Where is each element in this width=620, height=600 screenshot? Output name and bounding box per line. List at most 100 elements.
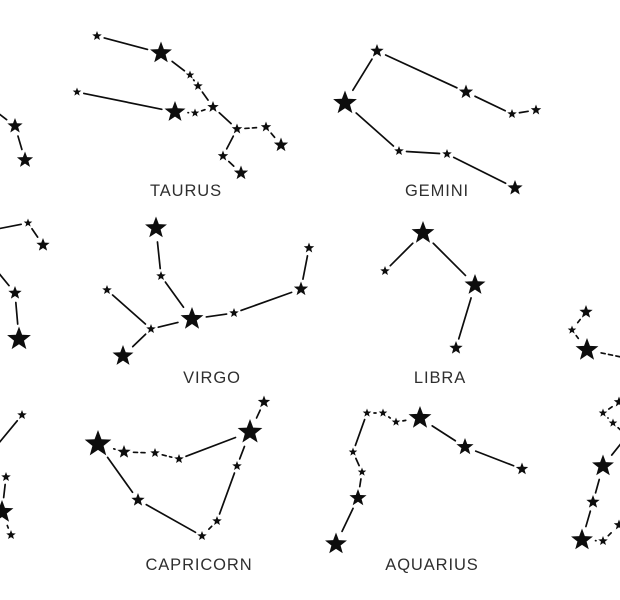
- constellation-line: [17, 135, 23, 151]
- constellation-line: [145, 503, 197, 534]
- constellation-line: [452, 156, 507, 185]
- star-icon: [571, 528, 593, 550]
- star-icon: [36, 238, 50, 251]
- constellation-gemini: GEMINI: [333, 44, 542, 200]
- constellation-line: [206, 525, 213, 532]
- constellation-line: [31, 227, 39, 238]
- constellation-aquarius: AQUARIUS: [325, 406, 529, 574]
- star-icon: [391, 417, 401, 426]
- star-icon: [174, 454, 184, 464]
- star-icon: [357, 467, 367, 476]
- constellation-capricorn: CAPRICORN: [84, 395, 271, 574]
- label-virgo: VIRGO: [183, 369, 241, 387]
- star-icon: [117, 445, 131, 458]
- star-icon: [325, 532, 347, 554]
- constellation-line: [594, 478, 601, 494]
- star-icon: [146, 324, 156, 334]
- star-icon: [257, 395, 271, 408]
- star-icon: [150, 41, 172, 63]
- constellation-line: [227, 160, 235, 167]
- constellation-line: [431, 425, 457, 442]
- constellation-line: [474, 95, 507, 112]
- constellation-line: [575, 334, 580, 340]
- constellation-line: [205, 313, 228, 318]
- constellation-line: [432, 242, 467, 277]
- constellation-libra: LIBRA: [380, 221, 486, 387]
- star-icon: [193, 81, 203, 91]
- label-aquarius: AQUARIUS: [385, 556, 478, 574]
- star-icon: [464, 274, 486, 294]
- constellation-line: [131, 333, 147, 348]
- constellation-line: [354, 418, 366, 447]
- star-icon: [613, 519, 620, 530]
- star-icon: [507, 109, 517, 119]
- star-icon: [378, 408, 388, 417]
- constellation-line: [164, 281, 185, 309]
- star-icon: [613, 396, 620, 407]
- star-icon: [349, 489, 367, 506]
- star-icon: [7, 118, 23, 133]
- constellation-line: [474, 450, 515, 467]
- star-icon: [303, 242, 315, 253]
- constellation-line: [0, 223, 22, 230]
- star-icon: [150, 448, 160, 458]
- star-icon: [229, 308, 239, 318]
- star-icon: [23, 218, 33, 227]
- star-icon: [145, 216, 167, 238]
- constellation-line: [238, 445, 246, 460]
- star-icon: [197, 531, 207, 541]
- constellation-line: [0, 113, 8, 121]
- label-libra: LIBRA: [414, 369, 466, 387]
- constellation-line: [171, 60, 186, 72]
- star-icon: [442, 149, 452, 159]
- constellation-partial-middle-left: [0, 218, 50, 350]
- constellation-line: [384, 54, 458, 89]
- star-icon: [112, 345, 134, 365]
- star-icon: [458, 84, 474, 99]
- constellation-line: [575, 318, 582, 326]
- constellation-line: [389, 242, 414, 267]
- constellation-partial-lower-left: [0, 410, 27, 540]
- star-icon: [260, 121, 272, 132]
- constellation-line: [270, 132, 276, 139]
- constellation-line: [610, 443, 620, 456]
- constellation-line: [201, 91, 209, 101]
- star-icon: [17, 410, 27, 420]
- constellation-partial-middle-right: [567, 305, 620, 360]
- star-icon: [92, 31, 102, 41]
- constellation-line: [225, 135, 235, 150]
- star-icon: [333, 90, 357, 114]
- constellation-partial-lower-right: [571, 396, 620, 550]
- constellation-line: [192, 79, 195, 82]
- constellation-line: [106, 456, 134, 494]
- star-icon: [608, 418, 618, 427]
- constellation-line: [607, 529, 615, 537]
- label-capricorn: CAPRICORN: [145, 556, 252, 574]
- star-icon: [598, 408, 608, 417]
- star-icon: [16, 151, 34, 167]
- constellation-line: [83, 92, 163, 111]
- star-icon: [237, 419, 263, 443]
- star-icon: [293, 281, 309, 296]
- constellation-line: [218, 111, 232, 125]
- constellation-line: [185, 436, 237, 458]
- star-icon: [411, 221, 435, 243]
- constellation-line: [585, 510, 592, 528]
- star-icon: [217, 150, 229, 161]
- star-icon: [6, 530, 16, 540]
- star-icon: [567, 325, 577, 334]
- constellation-partial-upper-left: [0, 113, 34, 167]
- constellation-line: [405, 150, 441, 155]
- star-icon: [185, 70, 195, 79]
- constellation-virgo: VIRGO: [102, 216, 315, 387]
- constellation-line: [302, 255, 309, 281]
- constellation-line: [0, 419, 19, 444]
- constellation-line: [161, 453, 173, 459]
- constellation-line: [240, 291, 293, 312]
- star-icon: [180, 307, 204, 329]
- star-icon: [207, 101, 219, 112]
- constellation-line: [157, 321, 179, 329]
- constellation-line: [457, 297, 472, 340]
- constellation-line: [111, 294, 147, 325]
